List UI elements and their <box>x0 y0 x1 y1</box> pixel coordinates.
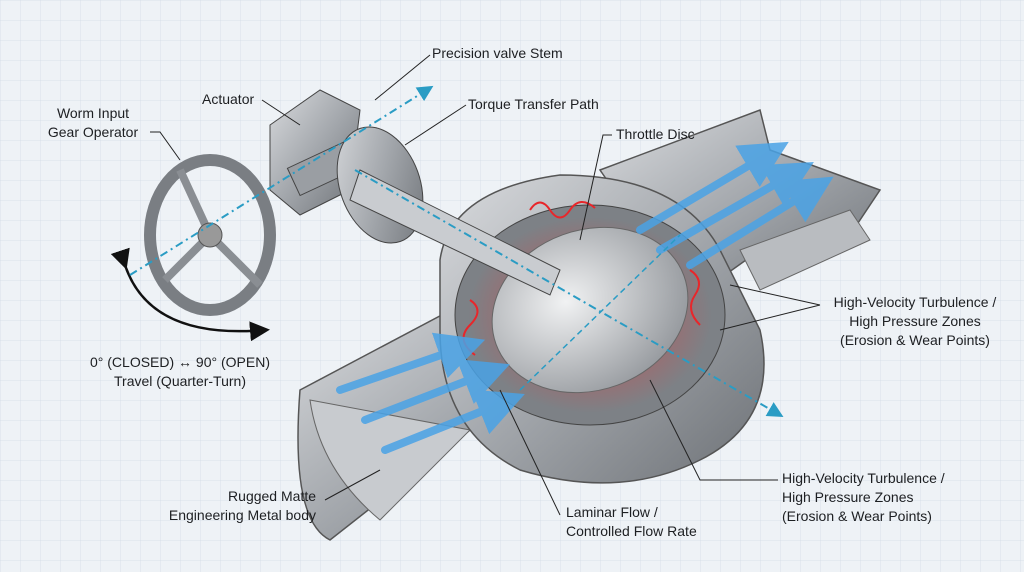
label-travel: 0° (CLOSED) ↔ 90° (OPEN) Travel (Quarter… <box>80 353 280 391</box>
label-metal-body: Rugged Matte Engineering Metal body <box>136 487 316 525</box>
label-actuator: Actuator <box>202 91 255 107</box>
label-line: Rugged Matte <box>228 488 316 504</box>
stem-axis <box>129 85 434 276</box>
valve-stem <box>349 169 561 296</box>
label-line: Engineering Metal body <box>168 507 316 523</box>
label-line: Gear Operator <box>47 124 139 140</box>
actuator <box>269 89 561 296</box>
label-line: Travel (Quarter-Turn) <box>114 373 246 389</box>
label-line: High Pressure Zones <box>849 313 981 329</box>
label-line: Controlled Flow Rate <box>566 523 697 539</box>
label-line: Laminar Flow / <box>566 504 658 520</box>
label-line: High Pressure Zones <box>782 489 914 505</box>
label-line: (Erosion & Wear Points) <box>840 332 990 348</box>
rotation-arrow <box>110 247 270 342</box>
disc-axis <box>519 234 681 391</box>
label-line: High-Velocity Turbulence / <box>833 294 997 310</box>
label-worm-input: Worm Input Gear Operator <box>38 104 148 142</box>
flow-axis <box>354 169 784 417</box>
flow-arrows <box>336 141 834 454</box>
label-turbulence-lower: High-Velocity Turbulence / High Pressure… <box>782 469 945 526</box>
label-precision-valve-stem: Precision valve Stem <box>432 45 563 61</box>
label-torque-transfer-path: Torque Transfer Path <box>468 96 599 112</box>
label-throttle-disc: Throttle Disc <box>616 126 695 142</box>
label-line: High-Velocity Turbulence / <box>782 470 945 486</box>
label-line: (Erosion & Wear Points) <box>782 508 932 524</box>
label-line: 0° (CLOSED) ↔ 90° (OPEN) <box>89 354 270 370</box>
leader-lines <box>150 54 821 516</box>
label-line: Worm Input <box>56 105 130 121</box>
label-laminar-flow: Laminar Flow / Controlled Flow Rate <box>566 503 697 541</box>
label-turbulence-upper: High-Velocity Turbulence / High Pressure… <box>820 293 1010 350</box>
